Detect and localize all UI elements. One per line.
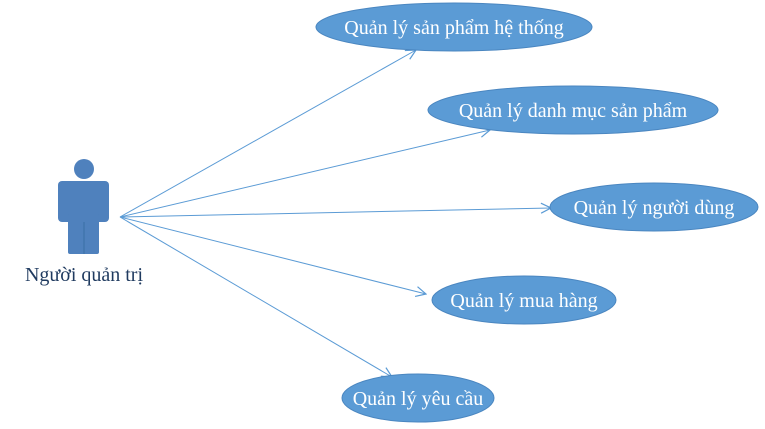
use-case-5[interactable]: Quản lý yêu cầu (341, 373, 495, 423)
associations (119, 50, 551, 377)
actor-label: Người quản trị (25, 264, 144, 286)
use-case-ellipse (341, 373, 495, 423)
use-case-1[interactable]: Quản lý sản phẩm hệ thống (315, 2, 593, 52)
use-case-ellipse (427, 85, 719, 135)
association-line-1 (119, 50, 416, 218)
use-case-2[interactable]: Quản lý danh mục sản phẩm (427, 85, 719, 135)
use-case-ellipse (431, 275, 617, 325)
use-case-ellipse (549, 182, 759, 232)
use-case-ellipse (315, 2, 593, 52)
person-icon (58, 159, 109, 254)
use-case-3[interactable]: Quản lý người dùng (549, 182, 759, 232)
use-case-4[interactable]: Quản lý mua hàng (431, 275, 617, 325)
association-line-4 (119, 216, 426, 294)
use-case-label: Quản lý mua hàng (450, 290, 597, 312)
actor: Người quản trị (25, 159, 144, 286)
association-line-2 (119, 130, 490, 218)
use-case-label: Quản lý người dùng (574, 197, 735, 219)
use-case-label: Quản lý danh mục sản phẩm (459, 100, 688, 122)
use-case-label: Quản lý yêu cầu (353, 388, 484, 410)
use-case-label: Quản lý sản phẩm hệ thống (344, 17, 563, 39)
association-line-5 (119, 216, 392, 377)
association-line-3 (119, 208, 551, 218)
